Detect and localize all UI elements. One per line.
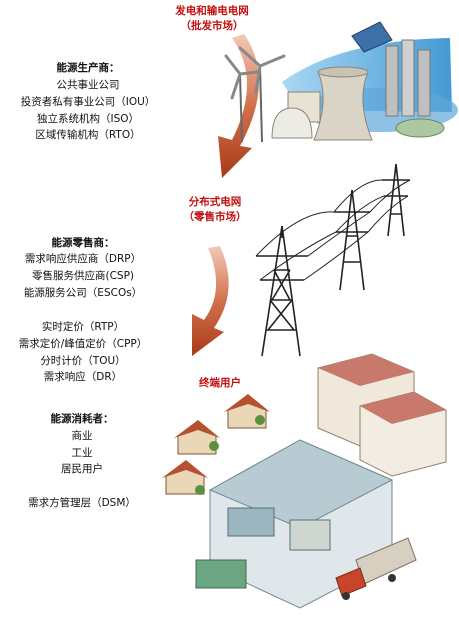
producer-item: 公共事业公司	[56, 79, 120, 91]
pricing-item: 需求响应（DR）	[43, 371, 123, 383]
flow-arrow-lower	[192, 246, 229, 356]
consumer-item: 居民用户	[61, 463, 103, 475]
consumers-heading: 能源消耗者：	[50, 413, 114, 425]
producers-heading: 能源生产商：	[56, 62, 120, 74]
consumer-item: 工业	[71, 447, 93, 459]
wholesale-subtitle: （批发市场）	[180, 20, 244, 32]
consumer-item: 商业	[71, 430, 93, 442]
producer-item: 投资者私有事业公司（IOU）	[20, 96, 156, 108]
distributed-title: 分布式电网	[188, 196, 242, 208]
pricing-item: 分时计价（TOU）	[40, 355, 126, 367]
producer-item: 独立系统机构（ISO）	[36, 113, 140, 125]
retailers-heading: 能源零售商：	[51, 237, 115, 249]
power-plant-illustration	[224, 21, 458, 143]
retailer-item: 能源服务公司（ESCOs）	[23, 287, 143, 299]
wholesale-title: 发电和输电电网	[175, 5, 249, 17]
consumer-item: 需求方管理层（DSM）	[28, 497, 136, 509]
pricing-item: 实时定价（RTP）	[41, 321, 125, 333]
flow-arrow-upper	[218, 34, 260, 178]
distributed-subtitle: （零售市场）	[183, 211, 247, 223]
pricing-item: 需求定价/峰值定价（CPP）	[18, 338, 148, 350]
retailer-item: 零售服务供应商(CSP)	[31, 270, 135, 282]
end-user-title: 终端用户	[199, 377, 241, 389]
transmission-towers	[255, 163, 411, 357]
retailer-item: 需求响应供应商（DRP）	[24, 253, 142, 265]
end-user-city	[162, 353, 447, 609]
producer-item: 区域传输机构（RTO）	[35, 129, 141, 141]
